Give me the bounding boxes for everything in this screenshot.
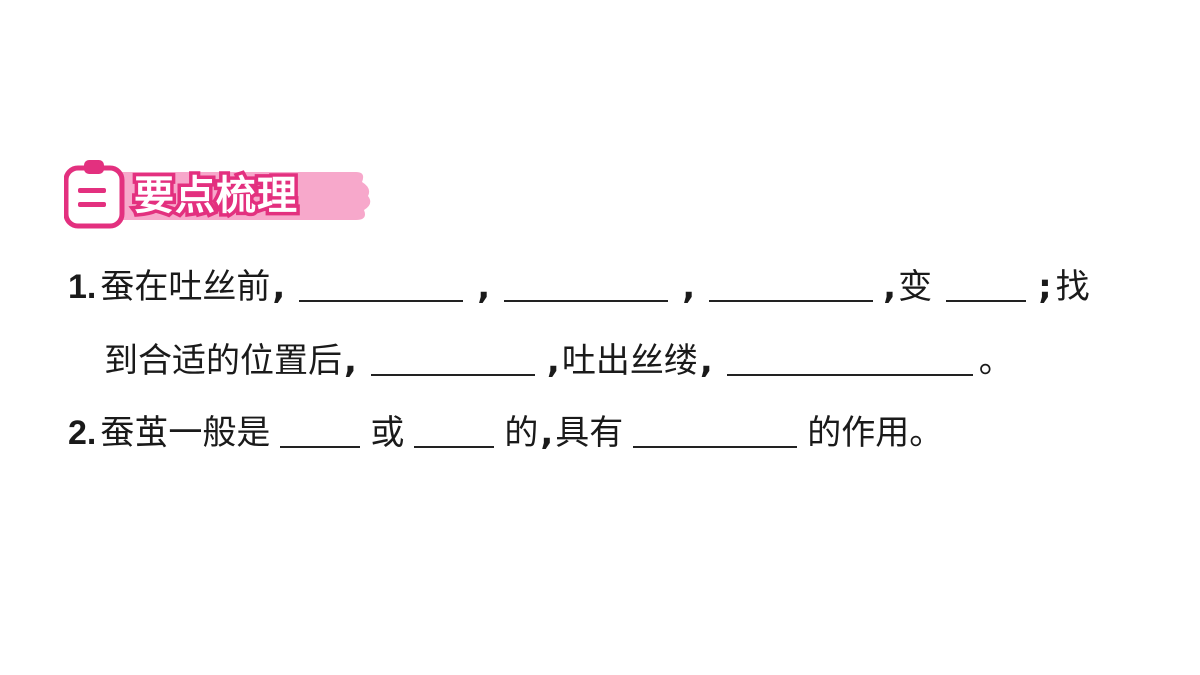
question-text: 蚕在吐丝前	[100, 267, 271, 307]
answer-blank[interactable]	[414, 446, 495, 448]
question-dot: .	[86, 268, 97, 306]
question-text: 或	[370, 413, 405, 453]
section-header-badge	[64, 160, 371, 229]
question-text: 变	[898, 267, 933, 307]
question-text: 具有	[555, 413, 624, 453]
comma: ,	[699, 341, 713, 381]
section-header: 要点梳理	[64, 158, 376, 230]
comma: ,	[546, 341, 560, 381]
section-title: 要点梳理	[131, 170, 301, 223]
comma: ,	[272, 267, 286, 307]
question-2-line: 2 . 蚕茧一般是 或 的 , 具有 的作用。	[68, 404, 943, 454]
clipboard-icon	[64, 160, 125, 229]
semicolon: ;	[1038, 267, 1052, 307]
question-text: 吐出丝缕	[561, 341, 698, 381]
question-text: 到合适的位置后	[104, 341, 342, 381]
question-text: 蚕茧一般是	[100, 413, 271, 453]
question-1-line-2: 到合适的位置后 , , 吐出丝缕 , 。	[104, 332, 1013, 382]
answer-blank[interactable]	[946, 300, 1027, 302]
comma: ,	[682, 267, 696, 307]
period: 。	[978, 341, 1013, 381]
answer-blank[interactable]	[370, 374, 535, 376]
question-1-line-1: 1 . 蚕在吐丝前 , , , , 变 ; 找	[68, 258, 1090, 308]
question-text: 的	[504, 413, 539, 453]
answer-blank[interactable]	[709, 300, 874, 302]
answer-blank[interactable]	[726, 374, 973, 376]
comma: ,	[883, 267, 897, 307]
question-dot: .	[86, 414, 97, 452]
answer-blank[interactable]	[633, 446, 798, 448]
comma: ,	[540, 413, 554, 453]
question-text: 的作用。	[807, 413, 944, 453]
question-text: 找	[1055, 267, 1090, 307]
comma: ,	[344, 341, 357, 381]
answer-blank[interactable]	[280, 446, 361, 448]
question-number: 2	[68, 414, 87, 452]
answer-blank[interactable]	[299, 300, 464, 302]
answer-blank[interactable]	[504, 300, 669, 302]
comma: ,	[477, 267, 491, 307]
banner-shape	[104, 172, 371, 220]
question-number: 1	[68, 268, 87, 306]
